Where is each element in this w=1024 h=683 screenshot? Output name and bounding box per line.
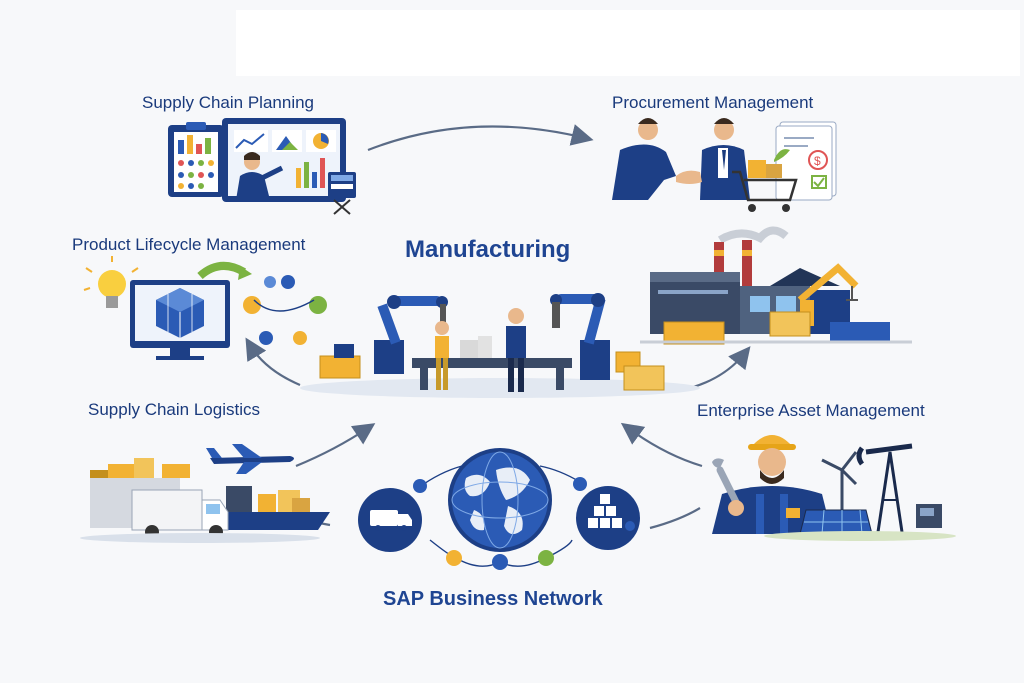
invoice-icon: $ (775, 121, 837, 201)
network-nodes (413, 477, 635, 570)
arrow-planning-to-procurement (367, 124, 594, 152)
wrench-icon (712, 458, 744, 516)
truck-icon (131, 489, 229, 539)
shopping-cart-icon (732, 149, 798, 212)
asset-illustration (712, 435, 956, 541)
pallet-boxes (663, 311, 890, 345)
conveyor-belt (412, 358, 572, 390)
label-supply-chain-planning: Supply Chain Planning (142, 93, 315, 112)
manufacturing-illustration (300, 293, 700, 398)
robot-arm-icon-right (550, 293, 610, 380)
boxes-icon (576, 486, 640, 550)
arrow-manufacturing-to-factory (689, 346, 751, 390)
label-procurement-management: Procurement Management (612, 93, 814, 112)
label-product-lifecycle-management: Product Lifecycle Management (72, 235, 306, 254)
worker-icon (712, 435, 832, 534)
arrow-manufacturing-to-plm (245, 337, 301, 387)
solar-panel-icon (799, 509, 873, 535)
procurement-illustration: $ (612, 118, 837, 212)
plm-illustration (83, 256, 327, 360)
svg-text:$: $ (814, 154, 821, 168)
cube-monitor-icon (130, 280, 230, 360)
handshake-icon (612, 118, 750, 200)
clipboard-icon (168, 122, 224, 197)
label-supply-chain-logistics: Supply Chain Logistics (88, 400, 260, 419)
boxes-stack (319, 336, 665, 391)
oil-pump-icon (856, 443, 913, 533)
robot-arm-icon (374, 295, 448, 374)
arrow-network-to-asset (649, 507, 701, 530)
logistics-illustration (80, 444, 330, 543)
airplane-icon (206, 444, 294, 474)
top-blank-band (236, 10, 1020, 76)
supply-chain-planning-illustration (168, 118, 356, 215)
arrow-asset-to-network (620, 422, 703, 468)
arrow-logistics-to-network (295, 423, 376, 468)
worker-figures (435, 308, 526, 392)
presenter-figure (236, 152, 284, 200)
label-sap-business-network: SAP Business Network (383, 588, 603, 610)
generator-icon (916, 504, 942, 528)
cycle-icon (197, 262, 327, 345)
lightbulb-icon (83, 256, 141, 308)
label-enterprise-asset-management: Enterprise Asset Management (697, 401, 925, 420)
mini-dashboard-icon (328, 172, 356, 215)
factory-illustration (640, 226, 912, 345)
delivery-van-icon (358, 488, 422, 552)
label-manufacturing: Manufacturing (405, 236, 571, 263)
globe-icon (448, 448, 552, 552)
network-illustration (358, 448, 640, 570)
